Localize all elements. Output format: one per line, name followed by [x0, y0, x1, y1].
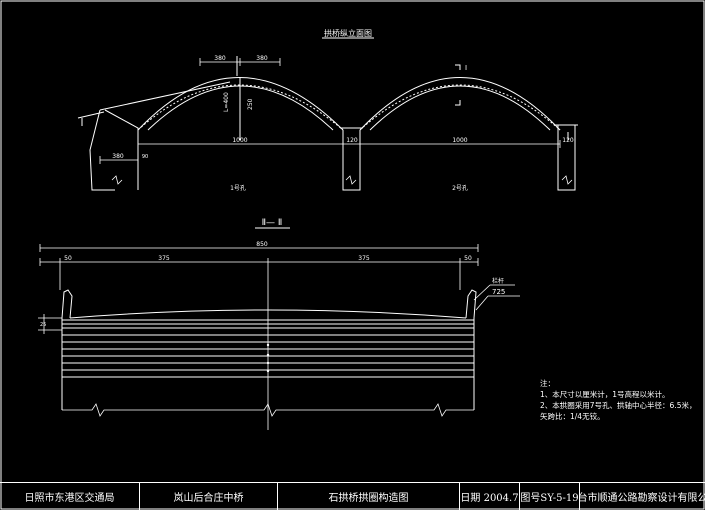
break-lines-elevation [111, 175, 573, 185]
dim-left-half: 375 [158, 255, 170, 262]
span-label-2: 2号孔 [452, 184, 468, 192]
section-cut-marks [455, 64, 461, 106]
dim-total: 850 [256, 241, 268, 248]
title-date: 日期 2004.7 [460, 483, 520, 510]
centerline-marks [266, 343, 270, 373]
notes-line-2: 2、本拱圈采用7号孔、拱轴中心半径：6.5米， [540, 401, 697, 410]
title-org: 日照市东港区交通局 [0, 483, 140, 510]
dim-right-half: 375 [358, 255, 370, 262]
elevation-dimension-lines [99, 58, 576, 164]
height-dimension [38, 314, 62, 334]
dim-abutment-small: 90 [142, 154, 148, 160]
dim-arch-half-left: 380 [214, 55, 226, 62]
notes-heading: 注： [540, 379, 555, 388]
title-designer: 烟台市顺通公路勘察设计有限公司 [580, 493, 705, 504]
dim-left-edge: 50 [64, 255, 72, 262]
arch-span-1 [137, 56, 344, 140]
railing-label: 栏杆 [492, 277, 504, 285]
left-abutment [77, 81, 231, 191]
dim-rise-mid: 250 [247, 98, 254, 110]
right-pier [555, 124, 578, 191]
section-dimension-lines [39, 244, 479, 430]
dim-pier-right: 120 [562, 137, 574, 144]
title-drawing-name: 石拱桥拱圈构造图 [278, 483, 460, 510]
notes-line-1: 1、本尺寸以厘米计，1号高程以米计。 [540, 390, 670, 399]
dim-right-edge: 50 [464, 255, 472, 262]
notes-line-3: 矢跨比：1/4无铰。 [540, 412, 605, 421]
span-label-1: 1号孔 [230, 184, 246, 192]
section-title: Ⅱ— Ⅱ [262, 218, 283, 228]
section-mark-label: Ⅰ [465, 64, 467, 72]
deck-surface [69, 309, 467, 319]
title-block: 日照市东港区交通局 岚山后合庄中桥 石拱桥拱圈构造图 日期 2004.7 图号S… [0, 482, 705, 510]
dim-span-1: 1000 [232, 137, 247, 144]
dim-arch-half-right: 380 [256, 55, 268, 62]
dim-span-2: 1000 [452, 137, 467, 144]
railings [61, 289, 477, 319]
notes-block: 注： 1、本尺寸以厘米计，1号高程以米计。 2、本拱圈采用7号孔、拱轴中心半径：… [540, 378, 696, 422]
section-layers [61, 318, 475, 410]
title-number: 图号SY-5-19 [520, 483, 580, 510]
break-lines-section [62, 403, 474, 417]
railing-annotation [473, 284, 520, 311]
arch-span-2 [359, 77, 561, 131]
dim-height-mark: 25 [40, 322, 46, 328]
section-annotation: 725 [492, 288, 505, 296]
dim-abutment-base: 380 [112, 153, 124, 160]
middle-pier [340, 127, 363, 191]
dim-rise-left: L=400 [223, 92, 230, 112]
elevation-title: 拱桥纵立面图 [324, 28, 372, 38]
dim-pier: 120 [346, 137, 358, 144]
title-project: 岚山后合庄中桥 [140, 483, 278, 510]
